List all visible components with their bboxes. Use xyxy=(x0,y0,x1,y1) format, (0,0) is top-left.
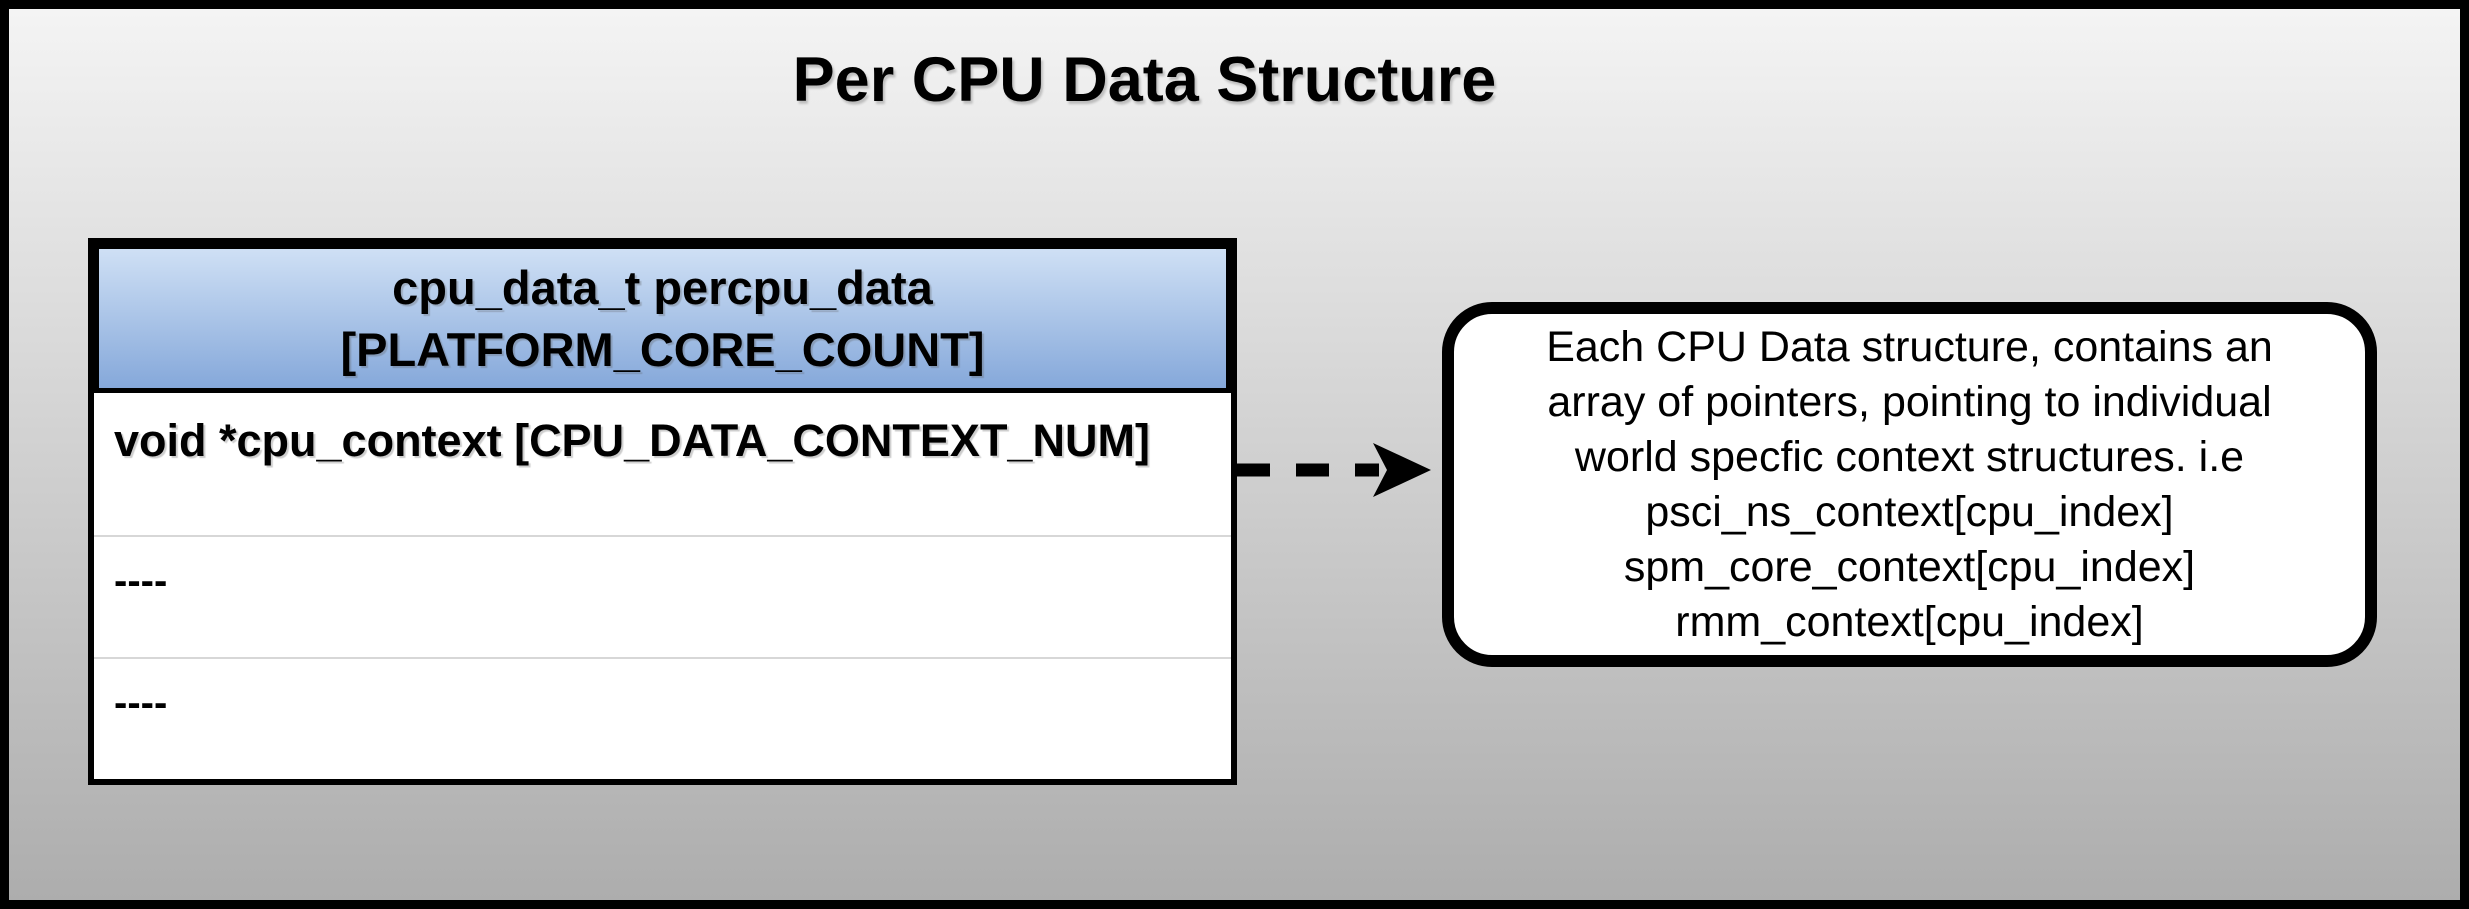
annotation-line-6: rmm_context[cpu_index] xyxy=(1675,597,2144,646)
annotation-line-4: psci_ns_context[cpu_index] xyxy=(1645,487,2174,536)
page-title: Per CPU Data Structure xyxy=(792,45,1497,115)
dashed-arrow-head xyxy=(1373,443,1431,497)
annotation-line-2: array of pointers, pointing to individua… xyxy=(1547,377,2272,426)
table-row-cpu-context: void *cpu_context [CPU_DATA_CONTEXT_NUM] xyxy=(94,393,1231,535)
table-row-placeholder-2-label: ---- xyxy=(114,681,168,725)
annotation-line-1: Each CPU Data structure, contains an xyxy=(1546,322,2273,371)
table-row-placeholder-1-label: ---- xyxy=(114,559,168,603)
table-row-placeholder-2: ---- xyxy=(94,657,1231,779)
percpu-data-table: cpu_data_t percpu_data [PLATFORM_CORE_CO… xyxy=(88,238,1237,785)
table-row-cpu-context-label: void *cpu_context [CPU_DATA_CONTEXT_NUM] xyxy=(114,415,1150,466)
annotation-line-3: world specfic context structures. i.e xyxy=(1574,432,2245,481)
table-header-line2: [PLATFORM_CORE_COUNT] xyxy=(340,322,985,376)
table-header-line1: cpu_data_t percpu_data xyxy=(392,260,933,314)
annotation-box: Each CPU Data structure, contains an arr… xyxy=(1442,302,2377,667)
table-row-placeholder-1: ---- xyxy=(94,535,1231,657)
table-header: cpu_data_t percpu_data [PLATFORM_CORE_CO… xyxy=(94,244,1231,393)
annotation-line-5: spm_core_context[cpu_index] xyxy=(1623,542,2196,591)
dashed-arrow-icon xyxy=(1237,443,1431,497)
